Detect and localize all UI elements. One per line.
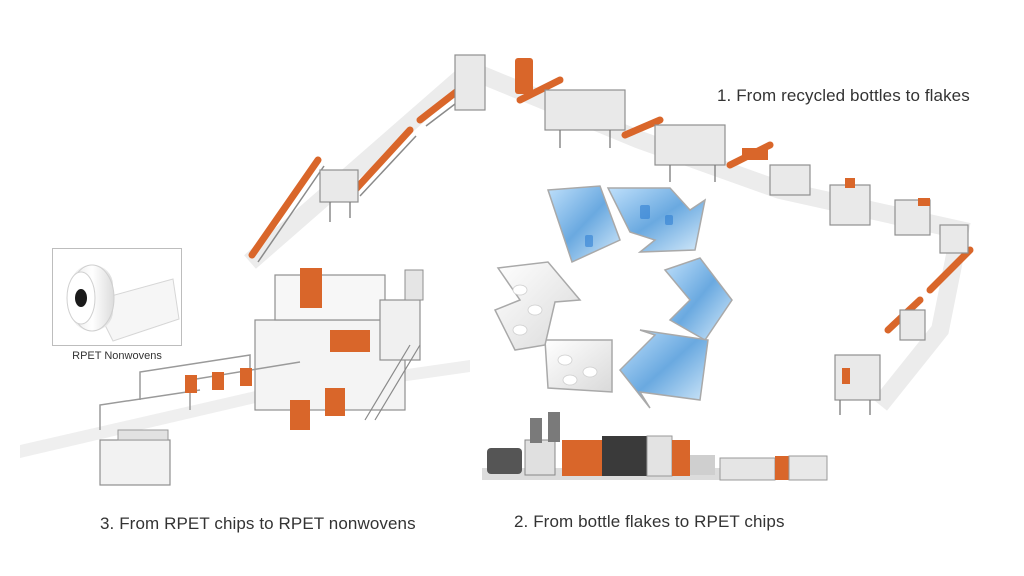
rpet-nonwovens-product-image — [52, 248, 182, 346]
nonwoven-line-illustration — [20, 268, 470, 486]
step-3-caption: 3. From RPET chips to RPET nonwovens — [100, 514, 416, 533]
washing-line-illustration — [244, 54, 974, 415]
pelletizing-line-illustration — [482, 412, 828, 481]
step-1-caption: 1. From recycled bottles to flakes — [717, 86, 970, 105]
recycle-arrows-icon — [493, 185, 733, 409]
fabric-roll-icon — [66, 264, 180, 342]
step-2-caption: 2. From bottle flakes to RPET chips — [514, 512, 785, 531]
inset-label: RPET Nonwovens — [72, 350, 162, 362]
